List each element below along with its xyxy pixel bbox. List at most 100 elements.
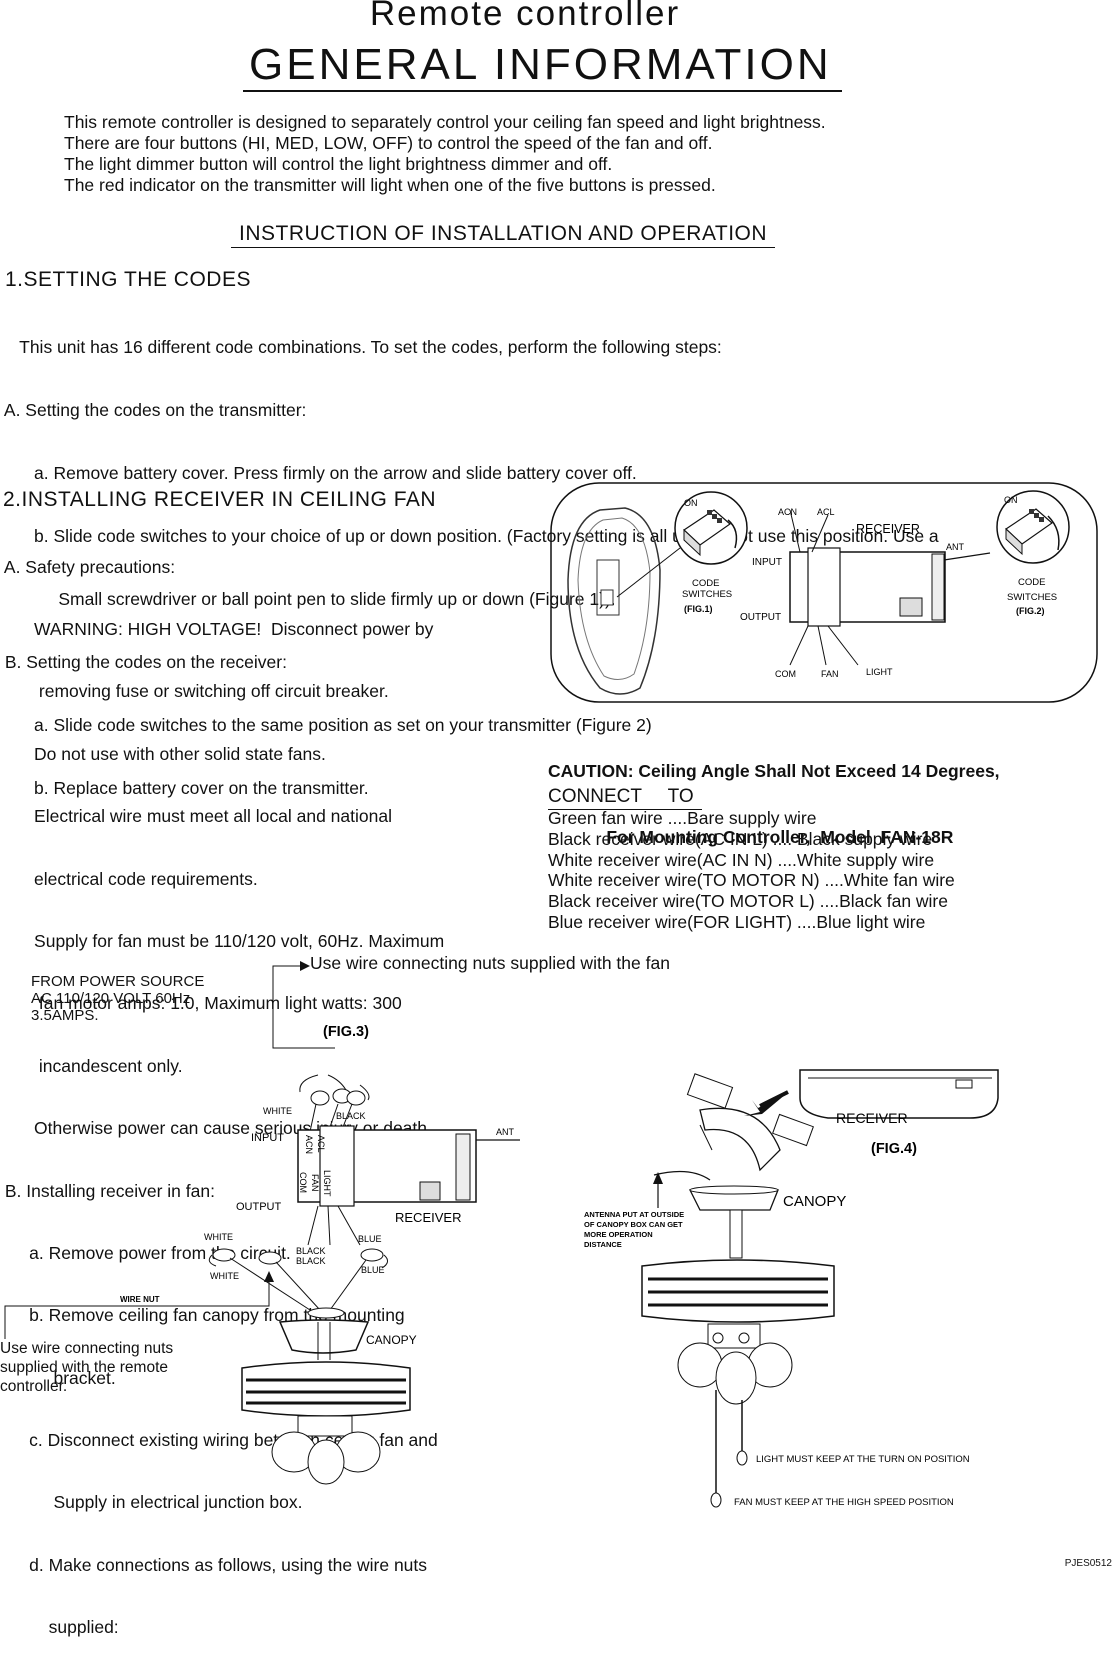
instruction-heading: INSTRUCTION OF INSTALLATION AND OPERATIO… <box>231 220 776 248</box>
fig4-antenna-note: ANTENNA PUT AT OUTSIDE <box>584 1210 684 1219</box>
use-wire-remote-line: Use wire connecting nuts <box>0 1340 174 1357</box>
section2-body: A. Safety precautions: WARNING: HIGH VOL… <box>0 515 444 1659</box>
fig4-caption: (FIG.4) <box>871 1141 917 1157</box>
fig4-fan-note: FAN MUST KEEP AT THE HIGH SPEED POSITION <box>734 1497 954 1508</box>
section2-line: electrical code requirements. <box>0 868 258 889</box>
fig4-canopy-label: CANOPY <box>783 1193 846 1210</box>
fig4-light-note: LIGHT MUST KEEP AT THE TURN ON POSITION <box>756 1454 970 1465</box>
caution-line: For Mounting Controller, Model FAN-18R <box>548 827 954 847</box>
fig12-acn-label: ACN <box>778 507 797 517</box>
fig3-black-label: BLACK <box>296 1256 326 1266</box>
use-wire-remote-line: supplied with the remote <box>0 1359 169 1376</box>
fig3-fan-assembly <box>241 1307 411 1485</box>
fig3-bottom-wire-nuts <box>208 1248 388 1311</box>
fig3-fan-label: FAN <box>310 1174 320 1192</box>
connect-heading: CONNECT TO <box>548 785 702 810</box>
intro-line: The red indicator on the transmitter wil… <box>64 175 716 195</box>
fig2-code-label: CODE <box>1018 577 1045 588</box>
section2-line: B. Installing receiver in fan: <box>0 1180 215 1201</box>
fig3-receiver-label: RECEIVER <box>395 1210 461 1225</box>
fig3-blue-label: BLUE <box>361 1265 385 1275</box>
fig12-output-label: OUTPUT <box>740 612 781 623</box>
connect-line: Green fan wire ....Bare supply wire <box>548 808 817 828</box>
section1-heading: 1.SETTING THE CODES <box>5 268 251 291</box>
section2-line: b. Remove ceiling fan canopy from the mo… <box>0 1305 405 1326</box>
fig3-black-top-label: BLACK <box>336 1111 366 1121</box>
section2-line: Supply for fan must be 110/120 volt, 60H… <box>0 930 445 951</box>
fig3-wire-nut-label: WIRE NUT <box>120 1295 160 1304</box>
power-source-label: FROM POWER SOURCE AC 110/120 VOLT 60Hz 3… <box>31 973 204 1024</box>
section2-line: Do not use with other solid state fans. <box>0 743 326 764</box>
fig3-light-label: LIGHT <box>322 1170 332 1197</box>
power-source-line: FROM POWER SOURCE <box>31 973 205 990</box>
fig3-acl-label: ACL <box>316 1135 326 1153</box>
section2-line: A. Safety precautions: <box>0 556 176 577</box>
fig3-wire-nut-pointer <box>4 1271 274 1339</box>
section2-heading: 2.INSTALLING RECEIVER IN CEILING FAN <box>3 488 437 511</box>
caution-line: CAUTION: Ceiling Angle Shall Not Exceed … <box>548 761 1000 781</box>
use-wire-remote-line: controller. <box>0 1378 68 1395</box>
intro-line: This remote controller is designed to se… <box>64 112 826 132</box>
fig12-fan-label: FAN <box>821 669 839 679</box>
section2-line: bracket. <box>0 1367 116 1388</box>
fig4-antenna-note: OF CANOPY BOX CAN GET <box>584 1220 683 1229</box>
connect-line: White receiver wire(AC IN N) ....White s… <box>548 849 935 870</box>
fig2-switches-label: SWITCHES <box>1007 592 1057 603</box>
fig3-ant-label: ANT <box>496 1127 515 1137</box>
fig3-input-label: INPUT <box>251 1132 284 1144</box>
fig4-receiver-unit <box>799 1069 999 1119</box>
intro-paragraph: This remote controller is designed to se… <box>64 112 826 196</box>
intro-line: There are four buttons (HI, MED, LOW, OF… <box>64 133 713 153</box>
fig2-caption: (FIG.2) <box>1016 606 1045 616</box>
section1-line: b. Replace battery cover on the transmit… <box>0 778 369 798</box>
connect-line: Black receiver wire(AC IN L) .... Black … <box>548 828 933 849</box>
caution-note: CAUTION: Ceiling Angle Shall Not Exceed … <box>548 716 1000 870</box>
section2-line: incandescent only. <box>0 1055 183 1076</box>
fig4-mounting-bracket <box>686 1073 814 1172</box>
use-wire-remote-note: Use wire connecting nuts supplied with t… <box>0 1339 173 1396</box>
fig12-light-label: LIGHT <box>866 667 893 677</box>
fig3-com-label: COM <box>298 1172 308 1193</box>
connect-line: Black receiver wire(TO MOTOR L) ....Blac… <box>548 891 948 912</box>
transmitter-icon <box>567 507 661 695</box>
fig3-output-label: OUTPUT <box>236 1201 282 1213</box>
fig3-receiver-unit <box>297 1125 520 1246</box>
section2-line: Electrical wire must meet all local and … <box>0 806 392 827</box>
fig12-com-label: COM <box>775 669 796 679</box>
section1-line: a. Remove battery cover. Press firmly on… <box>0 463 637 483</box>
section1-line: This unit has 16 different code combinat… <box>0 337 722 357</box>
fig4-receiver-label: RECEIVER <box>836 1110 908 1126</box>
code-switch-zoom-fig1 <box>616 491 748 598</box>
section1-line: a. Slide code switches to the same posit… <box>0 715 652 735</box>
fig3-acn-label: ACN <box>304 1135 314 1154</box>
fig12-on-label: ON <box>1004 495 1018 505</box>
fig12-ant-label: ANT <box>946 542 965 552</box>
section1-line: b. Slide code switches to your choice of… <box>0 526 939 546</box>
intro-line: The light dimmer button will control the… <box>64 154 613 174</box>
fig3-black-label: BLACK <box>296 1246 326 1256</box>
page-title: Remote controller <box>369 0 681 33</box>
fig3-white-label: WHITE <box>210 1271 239 1281</box>
fig3-caption: (FIG.3) <box>323 1024 369 1040</box>
fig3-canopy-label: CANOPY <box>366 1333 417 1347</box>
document-code: PJES0512 <box>1064 1558 1112 1569</box>
fig4-antenna-note: DISTANCE <box>584 1240 622 1249</box>
fig1-caption: (FIG.1) <box>684 604 713 614</box>
fig3-bracket-arrow <box>272 961 335 1049</box>
diagram-layer: ON ON ACN ACL RECEIVER ANT INPUT OUTPUT … <box>4 482 1098 1508</box>
section-title-general-information: GENERAL INFORMATION <box>243 40 842 92</box>
fig4-antenna-arrow <box>653 1172 663 1208</box>
code-switch-zoom-fig2 <box>996 490 1070 564</box>
fig12-receiver-label: RECEIVER <box>856 522 920 536</box>
fig3-white-top-label: WHITE <box>263 1106 292 1116</box>
section2-line: a. Remove power from the circuit. <box>0 1242 291 1263</box>
section2-line: fan motor amps: 1.0, Maximum light watts… <box>0 993 402 1014</box>
section1-line: A. Setting the codes on the transmitter: <box>0 400 307 420</box>
fig4-fan-assembly <box>641 1209 835 1508</box>
connect-list: Green fan wire ....Bare supply wire Blac… <box>548 808 955 933</box>
fig3-blue-label: BLUE <box>358 1234 382 1244</box>
fig12-input-label: INPUT <box>752 557 782 568</box>
receiver-unit-fig2 <box>789 509 991 666</box>
fig1-switches-label: SWITCHES <box>682 589 732 600</box>
fig1-code-label: CODE <box>692 578 719 589</box>
